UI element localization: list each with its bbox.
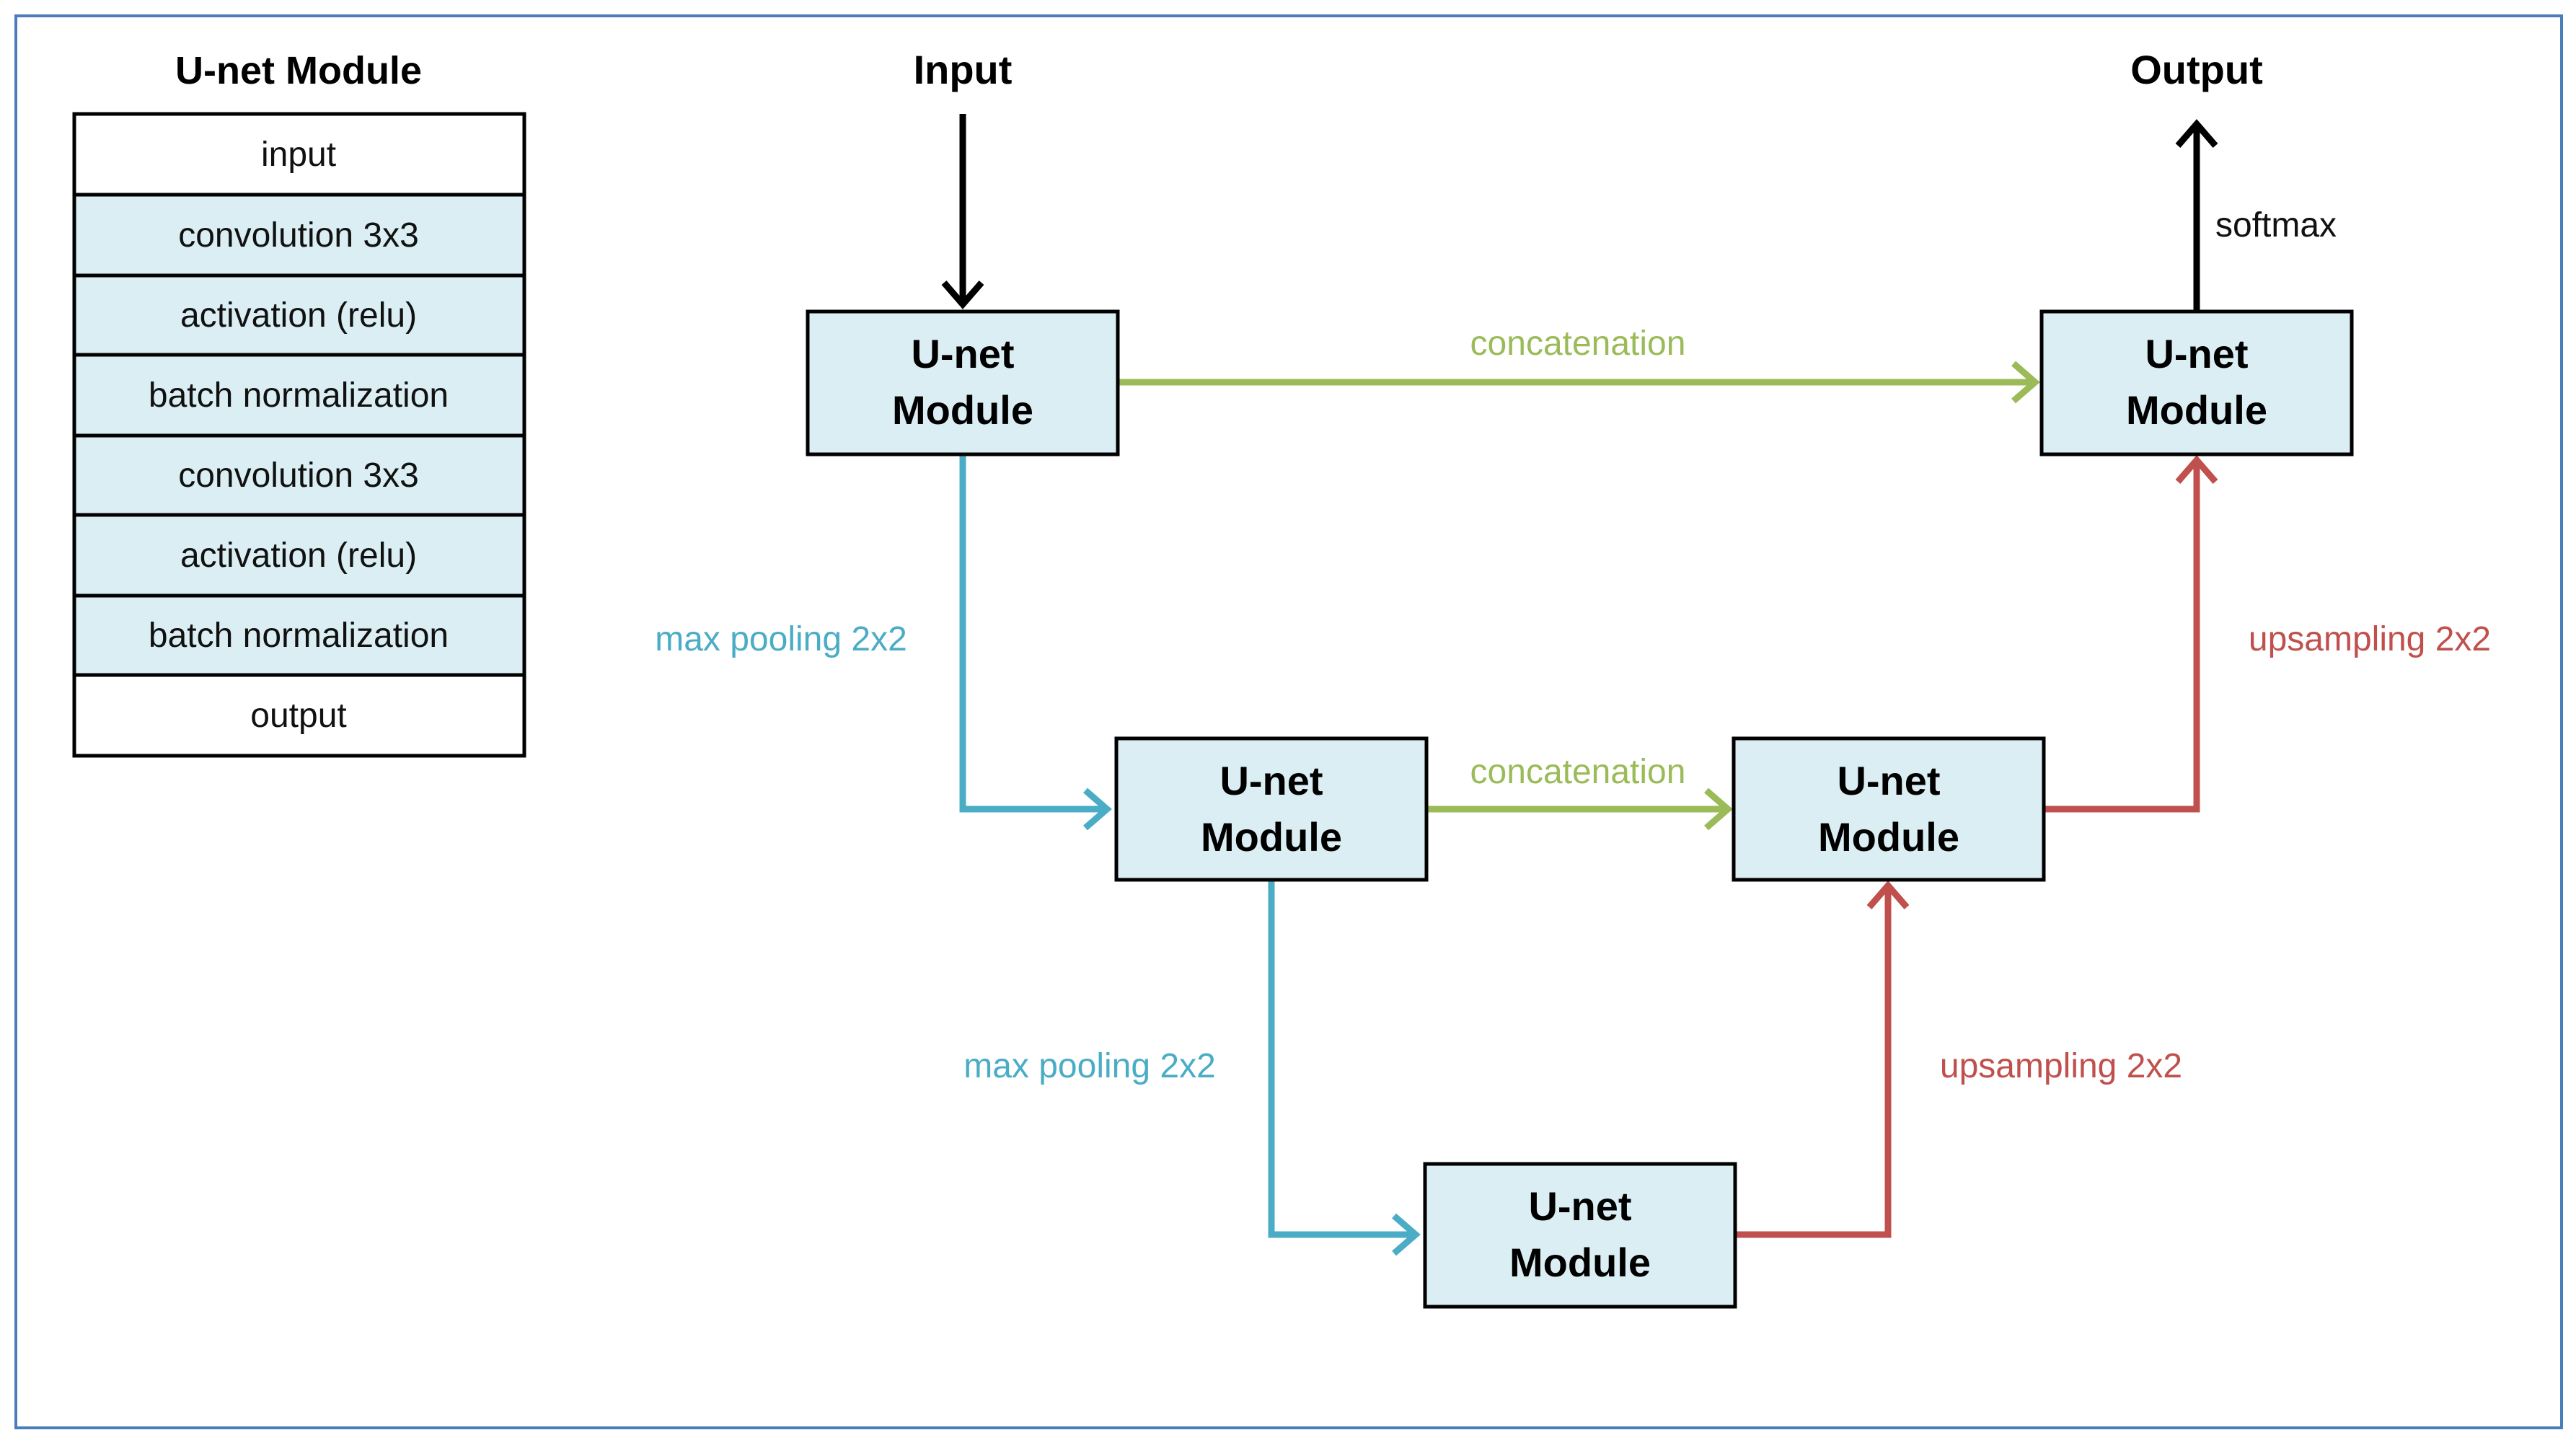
softmax-label: softmax [2215,206,2337,244]
up-2-label: upsampling 2x2 [2249,620,2491,658]
concat-top-label: concatenation [1470,325,1686,363]
up-2-line [2044,460,2200,813]
module-label-line1: U-net [2145,331,2248,376]
legend-row-label: activation (relu) [180,296,417,335]
legend-row-label: output [250,697,346,735]
pool-1-line [959,454,1107,813]
legend-row-label: convolution 3x3 [178,216,419,255]
module-dec1: U-net Module [2039,309,2354,456]
legend-title: U-net Module [175,49,422,92]
module-label-line2: Module [2126,387,2267,433]
io-connectors [941,114,2218,310]
module-label-line1: U-net [1837,758,1940,803]
output-arrowhead [2175,119,2218,148]
pool-1-label: max pooling 2x2 [655,620,907,658]
pooling-connectors [959,454,1421,1256]
module-box [1423,1162,1737,1309]
module-label-line2: Module [1818,814,1959,860]
module-dec2: U-net Module [1732,736,2046,882]
up-1-arrowhead [1866,881,1910,909]
pool-2-line [1268,880,1416,1238]
concat-top-arrowhead [2011,361,2040,404]
output-label: Output [2130,47,2262,92]
legend-row-label: batch normalization [149,376,449,415]
concat-mid-arrowhead [1704,787,1733,831]
module-bottom: U-net Module [1423,1162,1737,1309]
legend: U-net Module input convolution 3x3 activ… [72,49,526,758]
legend-row-bg [72,593,526,677]
legend-row-bg [72,673,526,758]
module-enc2: U-net Module [1114,736,1429,882]
module-label-line1: U-net [1219,758,1323,803]
module-label-line2: Module [1509,1240,1651,1285]
legend-row-bg [72,433,526,517]
pool-2-label: max pooling 2x2 [963,1047,1216,1085]
up-2-arrowhead [2175,455,2218,484]
input-arrowhead [941,281,984,309]
module-label-line1: U-net [911,331,1014,376]
legend-table: input convolution 3x3 activation (relu) … [72,112,526,758]
pool-2-arrowhead [1392,1213,1421,1256]
pool-1-arrowhead [1083,787,1112,831]
concatenation-connectors [1118,361,2040,831]
legend-row-bg [72,112,526,197]
module-box [806,309,1120,456]
legend-row-label: input [261,136,336,174]
up-1-label: upsampling 2x2 [1940,1047,2182,1085]
module-box [2039,309,2354,456]
legend-row-label: convolution 3x3 [178,456,419,495]
legend-row-label: activation (relu) [180,537,417,575]
legend-row-label: batch normalization [149,617,449,655]
module-enc1: U-net Module [806,309,1120,456]
legend-row-bg [72,273,526,357]
concat-mid-label: concatenation [1470,753,1686,791]
module-label-line2: Module [1201,814,1342,860]
module-label-line2: Module [892,387,1033,433]
up-1-line [1735,886,1892,1238]
input-label: Input [914,47,1013,92]
module-label-line1: U-net [1528,1183,1631,1229]
module-box [1114,736,1429,882]
module-box [1732,736,2046,882]
upsampling-connectors [1735,455,2218,1238]
